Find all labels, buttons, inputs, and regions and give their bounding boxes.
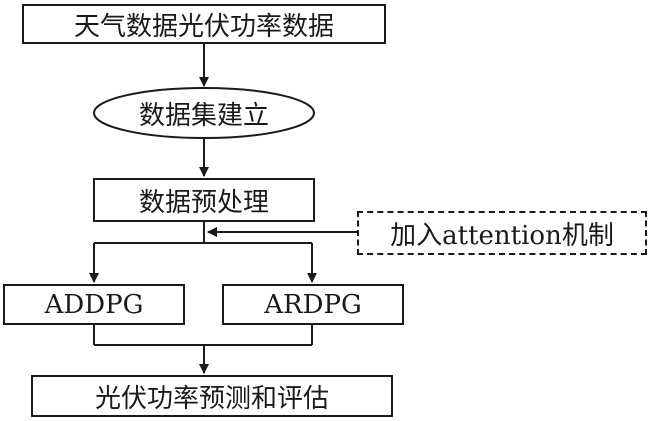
node-dataset-label: 数据集建立 xyxy=(138,100,269,131)
node-evaluation-label: 光伏功率预测和评估 xyxy=(94,383,329,414)
node-preprocess: 数据预处理 xyxy=(93,178,315,222)
node-input-data-label: 天气数据光伏功率数据 xyxy=(73,11,334,42)
node-ardpg: ARDPG xyxy=(222,284,404,325)
node-ardpg-label: ARDPG xyxy=(264,289,362,320)
node-preprocess-label: 数据预处理 xyxy=(138,187,269,218)
node-input-data: 天气数据光伏功率数据 xyxy=(22,4,386,44)
node-attention-label: 加入attention机制 xyxy=(390,220,614,251)
node-attention: 加入attention机制 xyxy=(357,211,647,255)
node-dataset: 数据集建立 xyxy=(94,88,314,138)
node-addpg: ADDPG xyxy=(3,284,185,325)
node-evaluation: 光伏功率预测和评估 xyxy=(31,375,393,417)
node-addpg-label: ADDPG xyxy=(44,289,144,320)
